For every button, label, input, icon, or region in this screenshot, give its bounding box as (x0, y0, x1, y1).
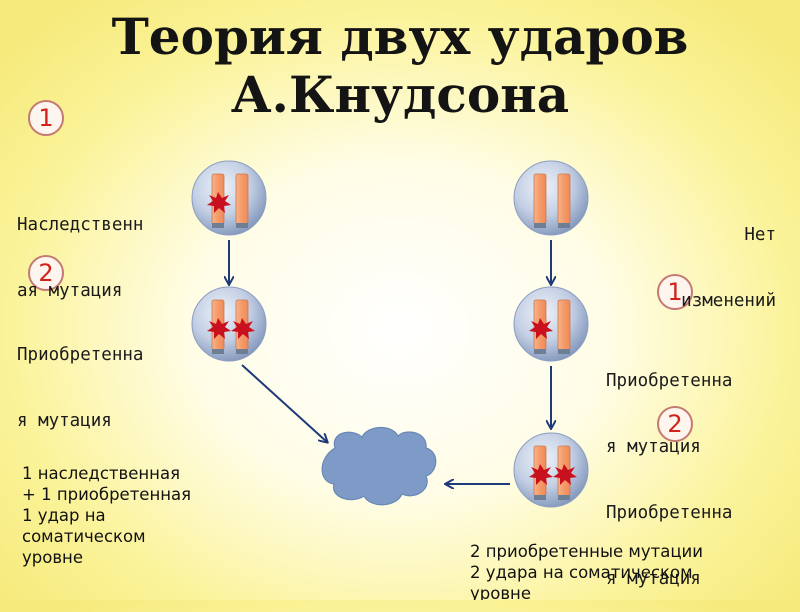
label-left-acquired-mutation: Приобретенна я мутация (17, 345, 144, 431)
mutation-star-icon (553, 464, 577, 485)
cell-right-second-hit (513, 432, 589, 508)
mutation-star-icon (529, 318, 553, 339)
cell-right-first-hit (513, 286, 589, 362)
mutation-star-icon (231, 318, 255, 339)
mutation-star-icon (529, 464, 553, 485)
label-inherited-mutation: Наследственн ая мутация (17, 215, 144, 301)
step-number-badge: 1 (28, 100, 64, 136)
title-line-1: Теория двух ударов (111, 7, 689, 66)
step-number-badge: 1 (657, 274, 693, 310)
cell-left-inherited (191, 160, 267, 236)
note-left-result: 1 наследственная + 1 приобретенная 1 уда… (22, 464, 192, 567)
step-number-badge: 2 (28, 255, 64, 291)
tumor-cloud (321, 426, 437, 506)
step-number-badge: 2 (657, 406, 693, 442)
label-right-acquired-mutation-2: Приобретенна я мутация (606, 503, 733, 589)
label-no-changes: Нет изменений (681, 225, 776, 311)
title-line-2: А.Кнудсона (230, 65, 570, 124)
label-right-acquired-mutation-1: Приобретенна я мутация (606, 371, 733, 457)
note-right-result: 2 приобретенные мутации 2 удара на сомат… (470, 542, 703, 600)
mutation-star-icon (207, 318, 231, 339)
mutation-star-icon (207, 192, 231, 213)
cell-right-normal (513, 160, 589, 236)
cell-left-acquired (191, 286, 267, 362)
arrow-left-to-tumor (241, 364, 327, 442)
